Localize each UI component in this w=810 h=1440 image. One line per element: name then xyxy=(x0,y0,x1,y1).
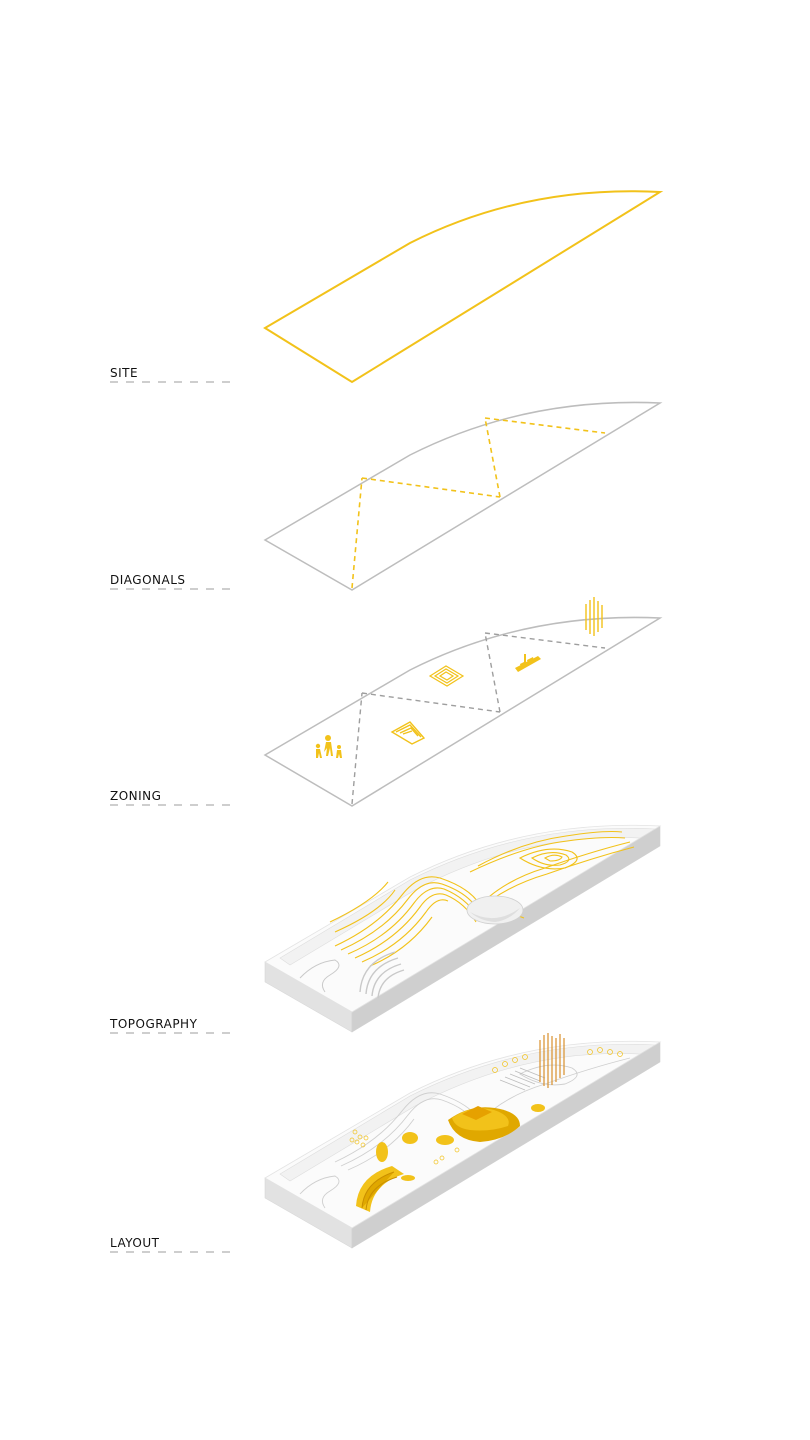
topography-layer xyxy=(264,824,662,1033)
yellow-discs xyxy=(376,1104,545,1181)
diagonals-layer xyxy=(263,401,663,591)
topography-path xyxy=(299,959,340,993)
layout-layer xyxy=(264,1033,662,1249)
sunken-bowl xyxy=(466,895,524,925)
topography-amphitheater xyxy=(359,951,405,999)
label-dash-lines xyxy=(110,381,232,1253)
zoning-layer xyxy=(263,597,663,807)
vertical-poles xyxy=(539,1033,565,1088)
central-pavilion xyxy=(448,1106,520,1142)
layer-labels: SITE DIAGONALS ZONING TOPOGRAPHY LAYOUT xyxy=(109,366,198,1250)
zoning-dashed-lines xyxy=(351,632,606,805)
site-layer xyxy=(263,190,664,384)
label-layout: LAYOUT xyxy=(110,1236,160,1250)
inner-wall xyxy=(279,827,656,966)
site-outline xyxy=(263,190,664,384)
play-area-people-icon xyxy=(315,735,342,758)
striped-ramp xyxy=(499,1067,546,1091)
site-outline-grey xyxy=(263,401,663,591)
amphitheater-icon xyxy=(390,721,426,745)
label-site: SITE xyxy=(110,366,138,380)
tree-cluster xyxy=(349,1047,623,1165)
inner-wall xyxy=(279,1043,656,1182)
label-diagonals: DIAGONALS xyxy=(110,573,186,587)
diagonal-dashed-lines xyxy=(351,417,606,589)
site-outline-grey xyxy=(263,616,663,807)
slab-top xyxy=(264,824,662,1013)
concentric-square-icon xyxy=(428,665,465,687)
layout-amphitheater xyxy=(356,1166,404,1212)
vertical-poles-icon xyxy=(585,597,603,636)
ramp-icon xyxy=(515,654,541,672)
label-zoning: ZONING xyxy=(110,789,161,803)
label-topography: TOPOGRAPHY xyxy=(109,1017,198,1031)
